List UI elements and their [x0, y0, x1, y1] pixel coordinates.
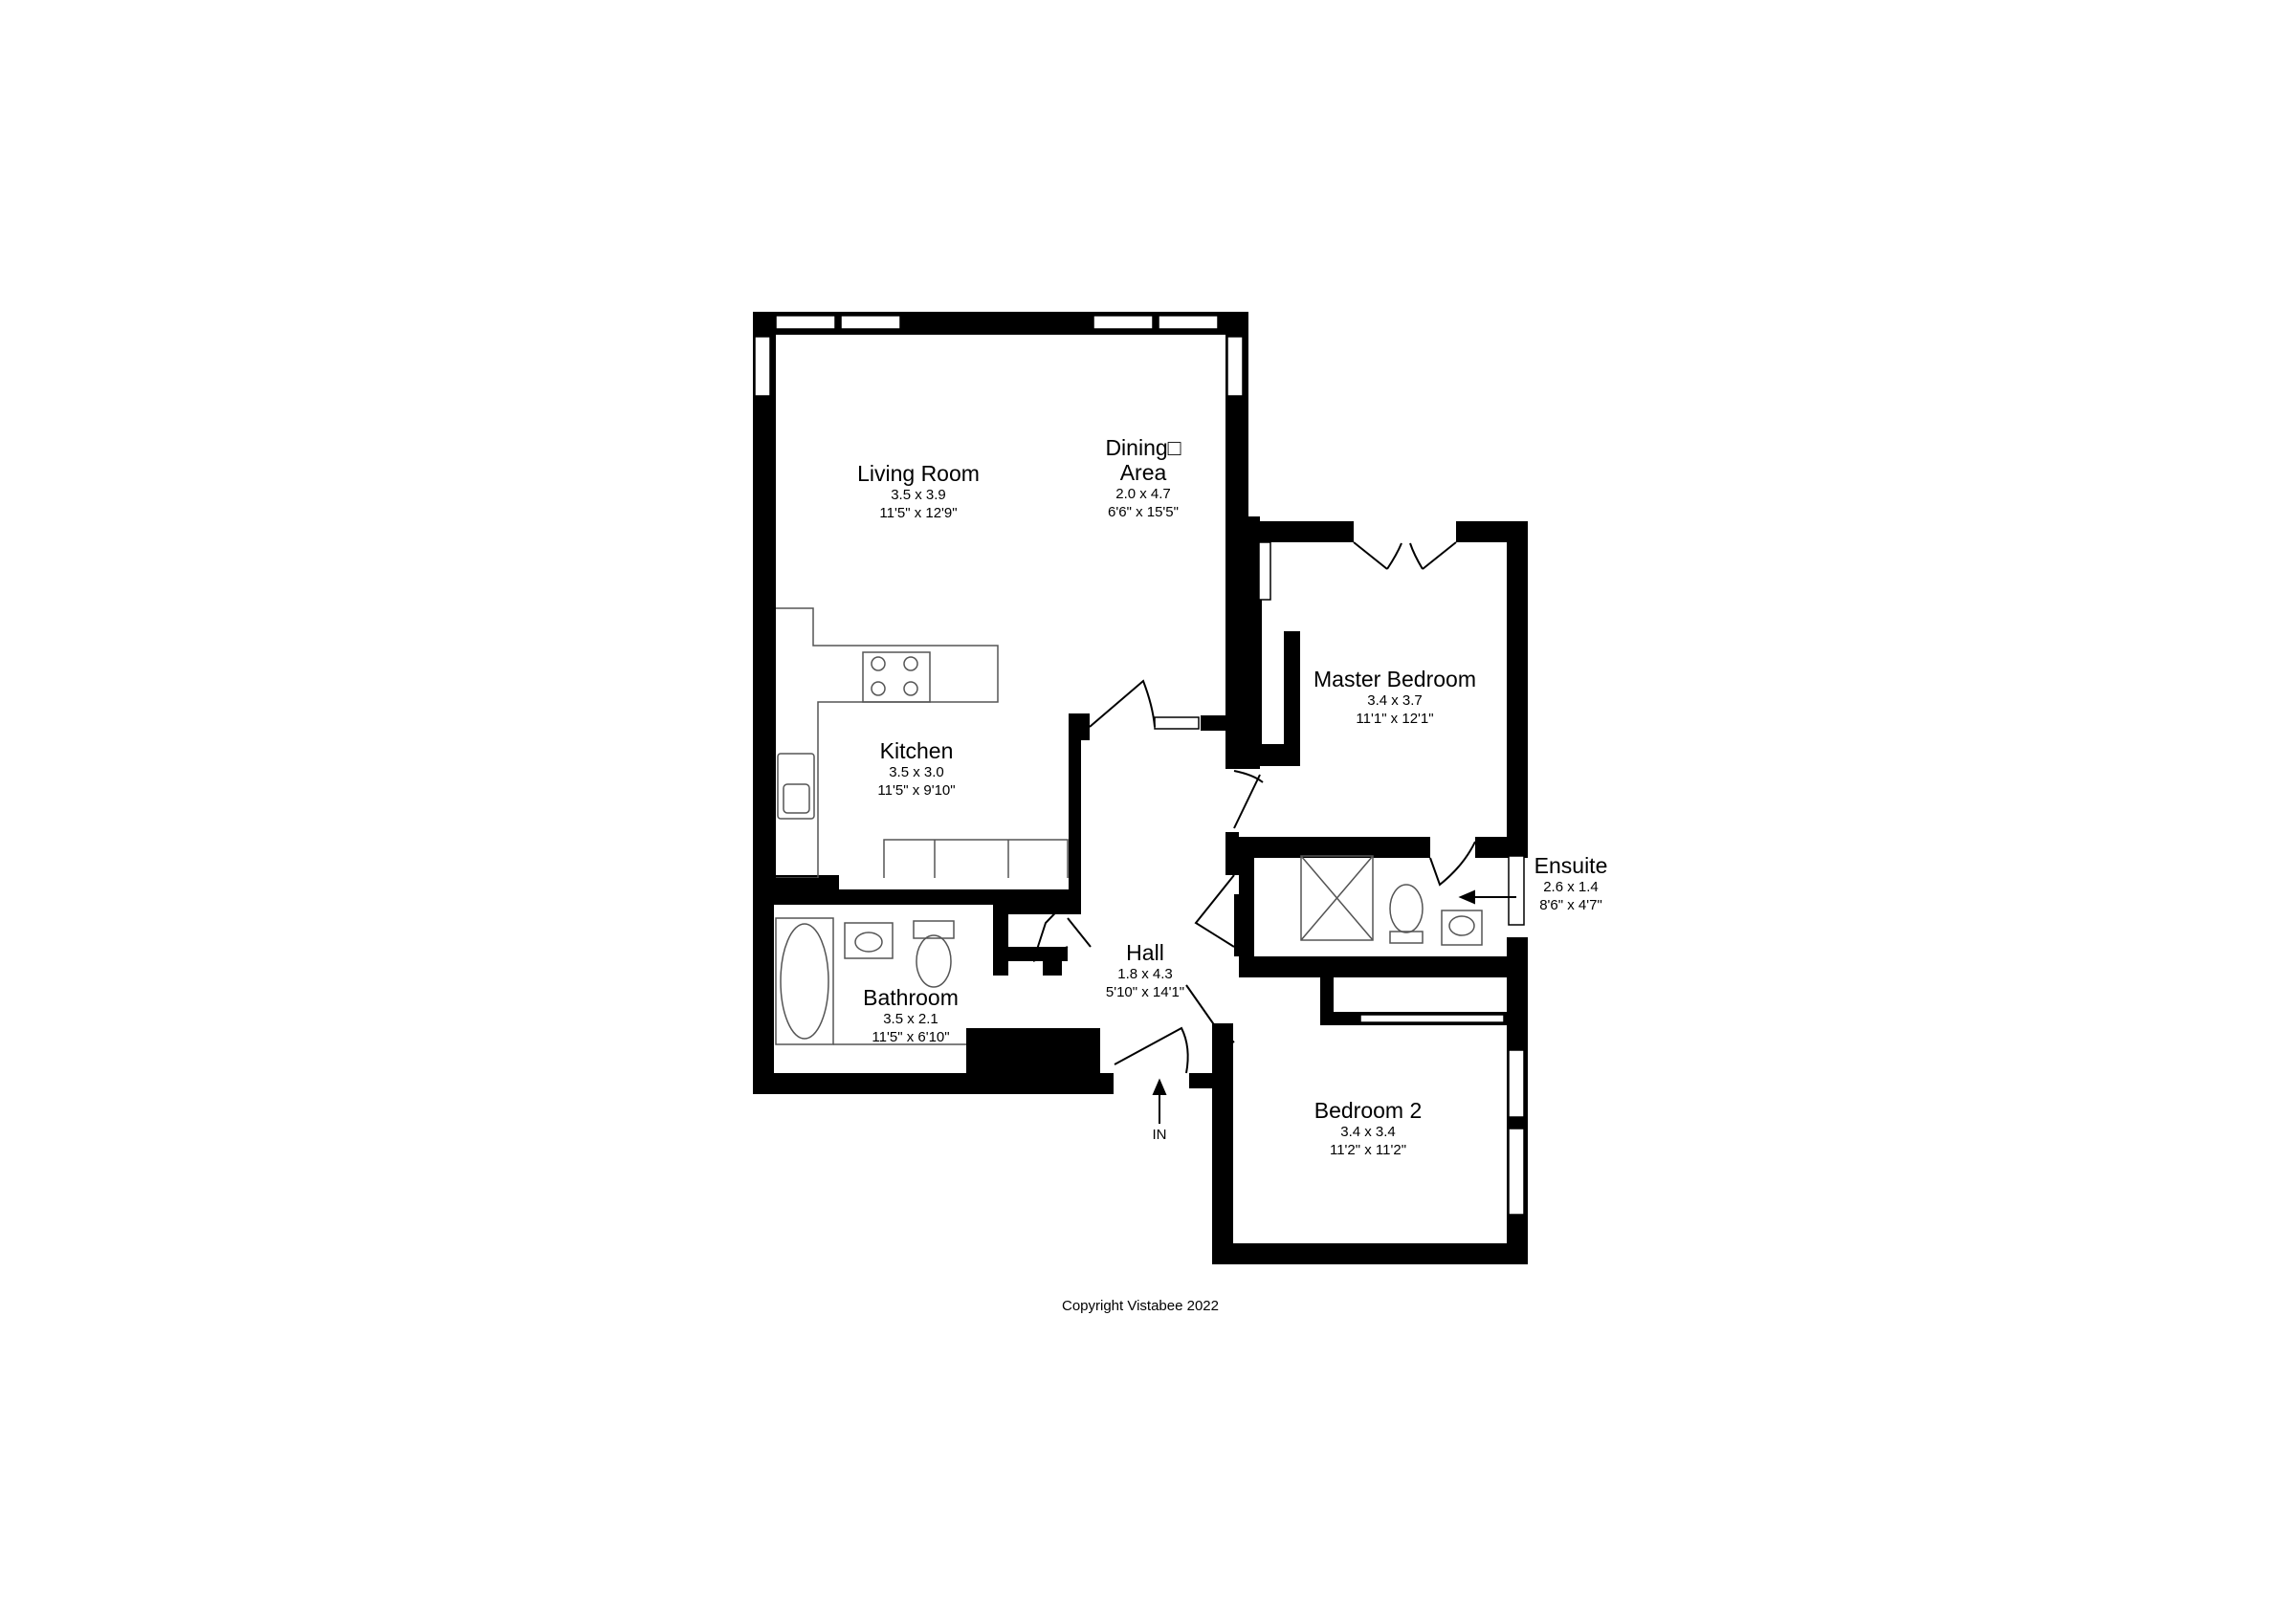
bedroom-2-name: Bedroom 2: [1314, 1098, 1423, 1123]
dining-area-name-line2: Area: [1119, 460, 1167, 485]
master-bedroom-imperial: 11'1" x 12'1": [1356, 711, 1434, 727]
copyright-text: Copyright Vistabee 2022: [1061, 1298, 1220, 1314]
living-room-metric: 3.5 x 3.9: [891, 487, 946, 503]
dining-area-imperial: 6'6" x 15'5": [1108, 504, 1179, 520]
kitchen-metric: 3.5 x 3.0: [889, 764, 944, 780]
living-room-label: Living Room 3.5 x 3.9 11'5" x 12'9": [857, 461, 980, 522]
dining-area-name-line1: Dining□: [1105, 435, 1181, 460]
kitchen-name: Kitchen: [879, 738, 954, 763]
living-room-imperial: 11'5" x 12'9": [879, 505, 958, 521]
hall-name: Hall: [1126, 940, 1164, 965]
entrance-label: IN: [1152, 1127, 1167, 1143]
bathroom-imperial: 11'5" x 6'10": [872, 1029, 950, 1045]
hall-label: Hall 1.8 x 4.3 5'10" x 14'1": [1106, 940, 1184, 1001]
ensuite-toilet-icon: [1389, 884, 1424, 933]
dining-area-label: Dining□ Area 2.0 x 4.7 6'6" x 15'5": [1105, 435, 1181, 521]
hall-imperial: 5'10" x 14'1": [1105, 984, 1185, 1000]
kitchen-imperial: 11'5" x 9'10": [877, 782, 956, 799]
doors: [1032, 541, 1476, 1074]
ensuite-metric: 2.6 x 1.4: [1543, 879, 1599, 895]
kitchen-counter-top: [776, 607, 999, 879]
master-bedroom-metric: 3.4 x 3.7: [1367, 692, 1423, 709]
ensuite-pointer-arrow-icon: [1458, 889, 1516, 905]
ensuite-basin-icon: [1441, 910, 1483, 946]
master-bedroom-label: Master Bedroom 3.4 x 3.7 11'1" x 12'1": [1314, 667, 1476, 728]
master-bedroom-name: Master Bedroom: [1313, 667, 1477, 691]
bath-tub-icon: [775, 917, 834, 1045]
ensuite-imperial: 8'6" x 4'7": [1539, 897, 1602, 913]
ensuite-name: Ensuite: [1534, 853, 1608, 878]
hob-icon: [862, 651, 931, 703]
hall-metric: 1.8 x 4.3: [1117, 966, 1173, 982]
bathroom-name: Bathroom: [863, 985, 959, 1010]
kitchen-lower-counter: [883, 839, 1069, 878]
shower-tray-icon: [1300, 855, 1374, 941]
bathroom-metric: 3.5 x 2.1: [883, 1011, 938, 1027]
bedroom-2-imperial: 11'2" x 11'2": [1329, 1142, 1407, 1158]
living-room-name: Living Room: [857, 461, 980, 486]
kitchen-sink-icon: [777, 753, 815, 820]
ensuite-label: Ensuite 2.6 x 1.4 8'6" x 4'7": [1534, 853, 1608, 914]
entrance-arrow-icon: [1152, 1078, 1167, 1124]
bathroom-toilet-icon: [916, 934, 952, 988]
kitchen-label: Kitchen 3.5 x 3.0 11'5" x 9'10": [877, 738, 955, 800]
bathroom-toilet-cistern: [913, 920, 955, 939]
windows: [754, 315, 1525, 1216]
bedroom-2-label: Bedroom 2 3.4 x 3.4 11'2" x 11'2": [1314, 1098, 1423, 1159]
dining-area-metric: 2.0 x 4.7: [1115, 486, 1171, 502]
bedroom-2-metric: 3.4 x 3.4: [1340, 1124, 1396, 1140]
bathroom-label: Bathroom 3.5 x 2.1 11'5" x 6'10": [863, 985, 959, 1046]
fixtures: [775, 607, 1483, 1045]
bathroom-basin-icon: [844, 922, 894, 959]
